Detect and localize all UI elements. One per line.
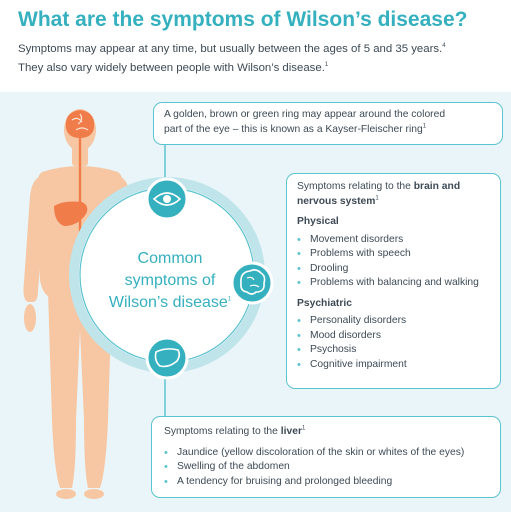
brain-icon	[230, 261, 274, 305]
list-item: Jaundice (yellow discoloration of the sk…	[164, 446, 488, 461]
intro-text: Symptoms may appear at any time, but usu…	[18, 40, 503, 78]
body-liver-icon	[54, 201, 88, 226]
liver-icon	[145, 336, 189, 380]
liver-symptoms-box: Symptoms relating to the liver1 Jaundice…	[151, 416, 501, 498]
list-item: Problems with balancing and walking	[297, 276, 490, 291]
page-title: What are the symptoms of Wilson’s diseas…	[18, 8, 468, 31]
eye-symptoms-box: A golden, brown or green ring may appear…	[153, 102, 503, 145]
psychiatric-label: Psychiatric	[297, 297, 352, 309]
center-label: Common symptoms of Wilson’s disease1	[108, 250, 232, 311]
physical-label: Physical	[297, 216, 339, 227]
list-item: Personality disorders	[297, 314, 490, 329]
body-brain-icon	[65, 110, 95, 138]
intro-line-1: Symptoms may appear at any time, but usu…	[18, 43, 446, 55]
brain-box-heading: Symptoms relating to the brain and nervo…	[297, 181, 461, 207]
list-item: Mood disorders	[297, 329, 490, 344]
list-item: Psychosis	[297, 343, 490, 358]
physical-list: Movement disorders Problems with speech …	[297, 233, 490, 291]
intro-line-2: They also vary widely between people wit…	[18, 62, 329, 74]
liver-box-heading: Symptoms relating to the liver1	[164, 425, 306, 437]
list-item: Movement disorders	[297, 233, 490, 248]
list-item: Problems with speech	[297, 247, 490, 262]
list-item: Drooling	[297, 262, 490, 277]
brain-symptoms-box: Symptoms relating to the brain and nervo…	[286, 173, 501, 389]
psychiatric-list: Personality disorders Mood disorders Psy…	[297, 314, 490, 372]
list-item: Swelling of the abdomen	[164, 460, 488, 475]
liver-list: Jaundice (yellow discoloration of the sk…	[164, 446, 488, 490]
eye-icon	[145, 177, 189, 221]
list-item: Cognitive impairment	[297, 358, 490, 373]
list-item: A tendency for bruising and prolonged bl…	[164, 475, 488, 490]
